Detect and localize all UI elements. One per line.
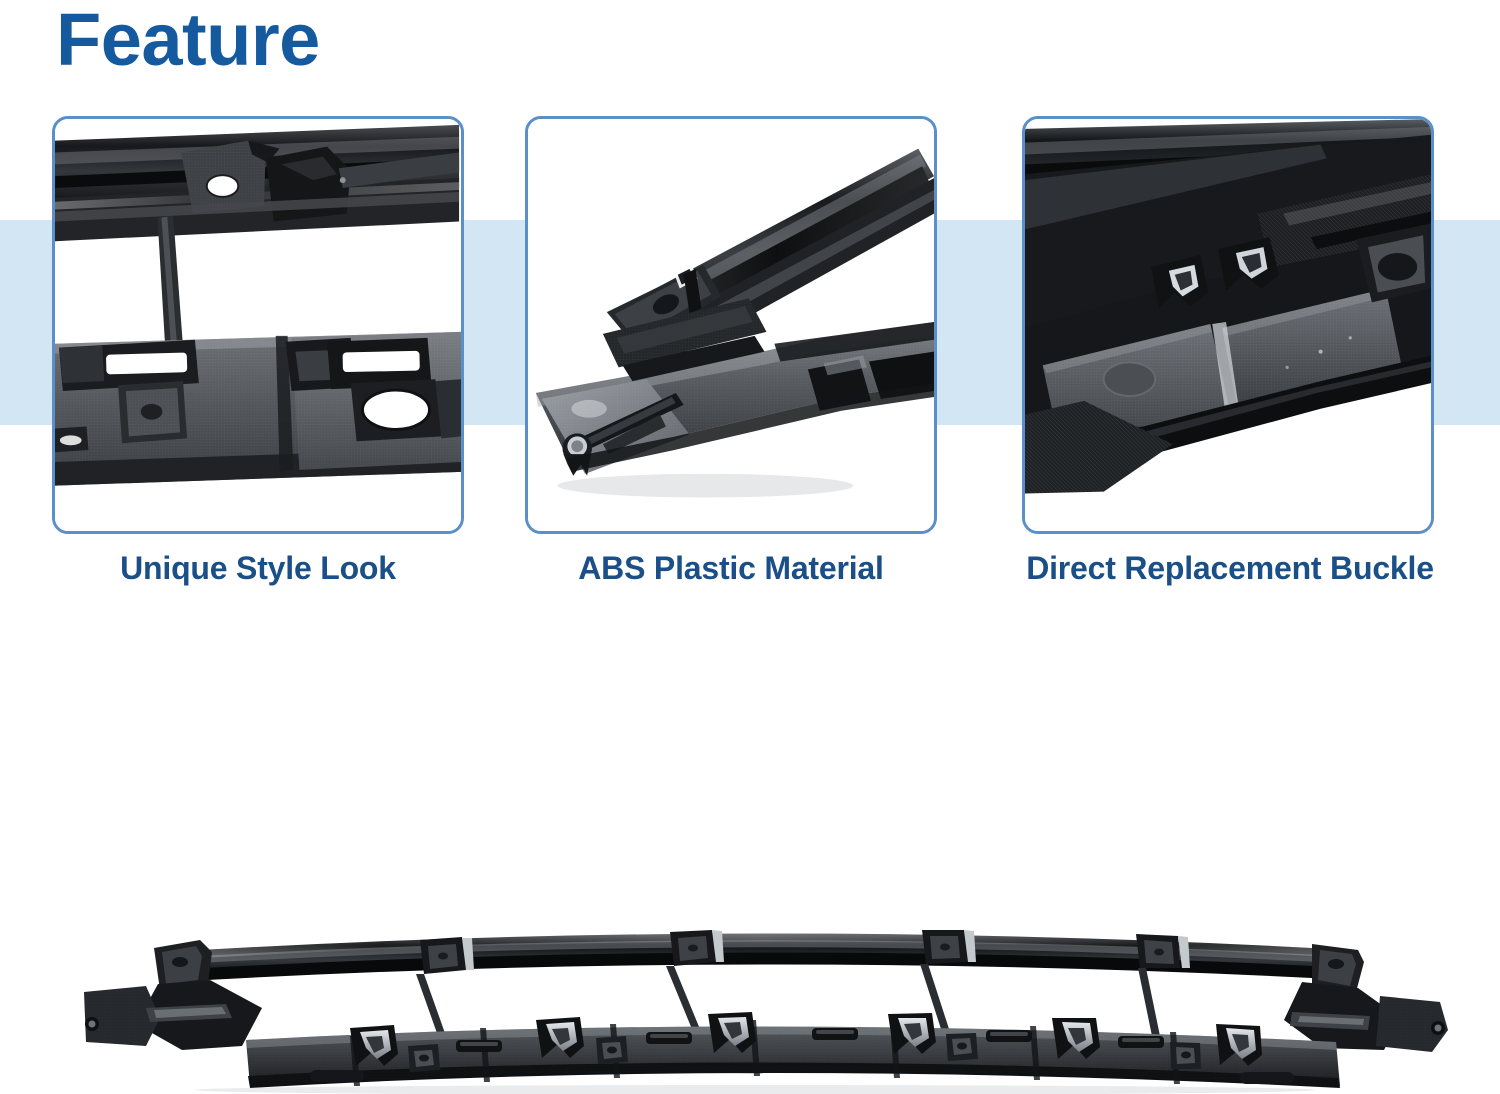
feature-card-2 <box>525 116 937 534</box>
feature-card-3 <box>1022 116 1434 534</box>
page-title: Feature <box>56 0 320 81</box>
feature-caption-1: Unique Style Look <box>120 550 396 586</box>
photo-abs-plastic-material <box>528 119 934 531</box>
photo-unique-style-look <box>55 119 461 531</box>
feature-caption-3: Direct Replacement Buckle <box>1026 550 1434 586</box>
feature-caption-2: ABS Plastic Material <box>578 550 884 586</box>
feature-card-row <box>0 116 1500 536</box>
feature-card-1 <box>52 116 464 534</box>
hero-product-image <box>50 900 1460 1094</box>
photo-direct-replacement-buckle <box>1025 119 1431 531</box>
photo-full-product <box>50 900 1460 1094</box>
